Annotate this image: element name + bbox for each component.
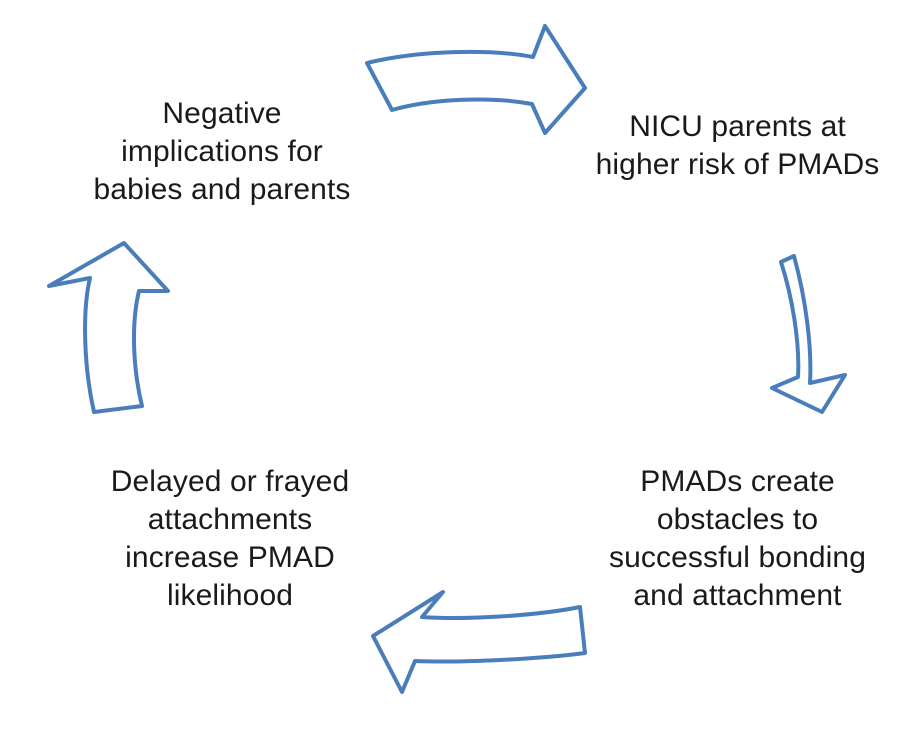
arrow-bottom-left-pointing-icon — [371, 590, 587, 694]
cycle-node-pmads-obstacles: PMADs create obstacles to successful bon… — [609, 465, 866, 612]
cycle-node-nicu-parents-risk: NICU parents at higher risk of PMADs — [595, 110, 880, 181]
arrow-top-right-pointing-icon — [365, 24, 587, 135]
arrow-right-down-pointing-icon — [770, 254, 847, 414]
cycle-node-delayed-attachments: Delayed or frayed attachments increase P… — [110, 465, 350, 612]
arrow-left-up-pointing-icon — [47, 241, 170, 414]
cycle-node-negative-implications: Negative implications for babies and par… — [93, 97, 351, 206]
